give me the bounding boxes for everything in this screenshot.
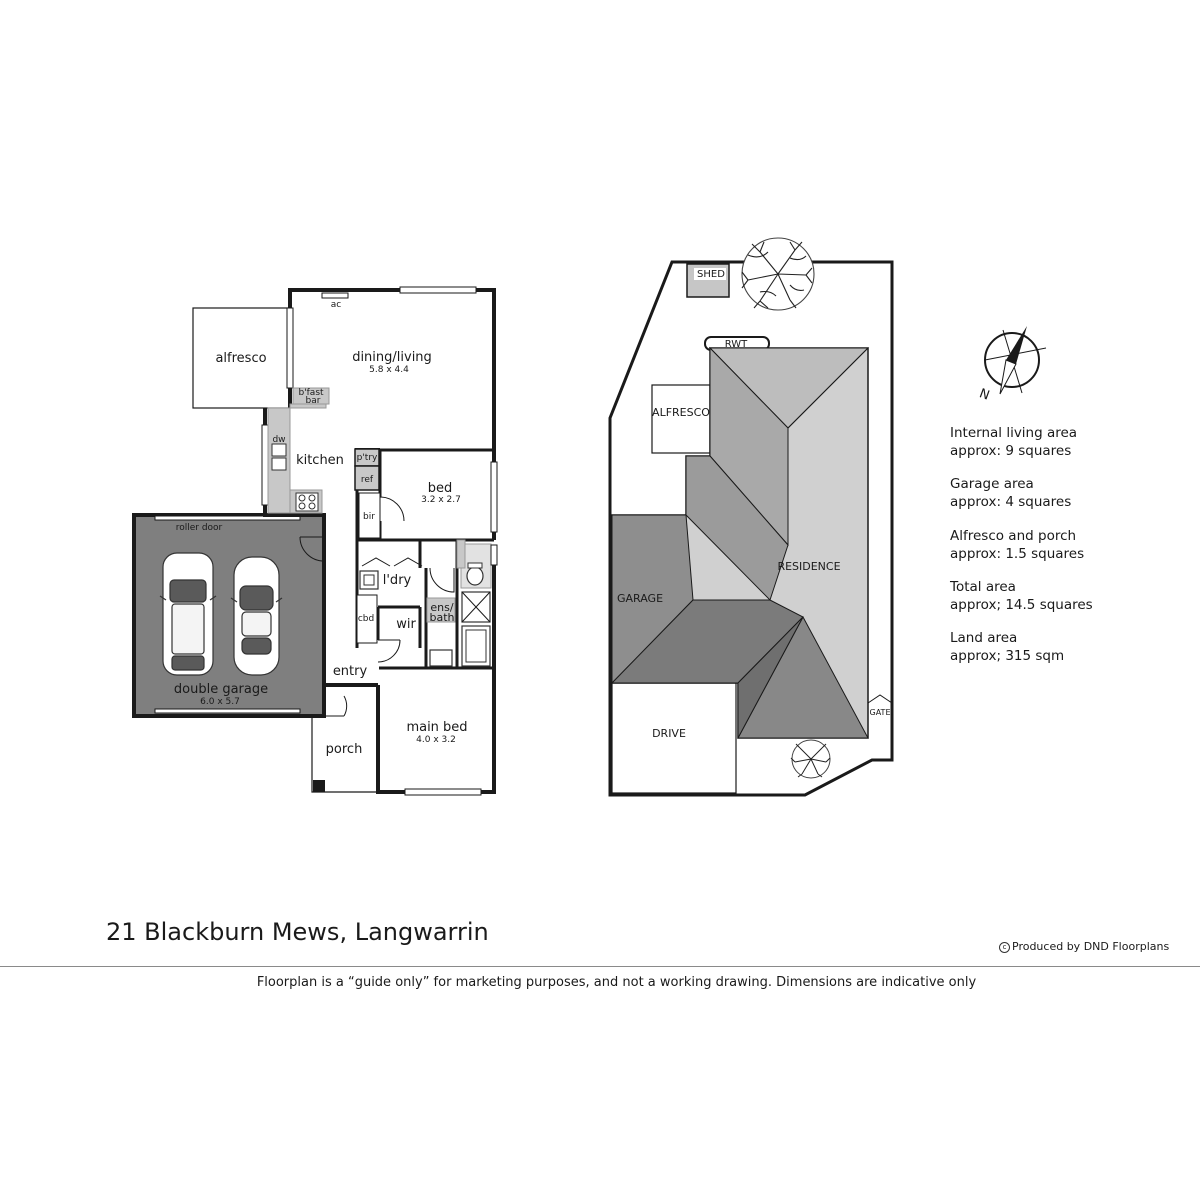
room-label-bfast-bar-2: bar [306, 396, 321, 406]
divider [0, 966, 1200, 967]
room-label-main-bed: main bed [406, 720, 467, 735]
room-label-dining-living: dining/living [352, 350, 432, 365]
area-label: Total area [950, 579, 1016, 595]
compass-icon: N [977, 326, 1047, 404]
room-label-dw: dw [272, 435, 285, 445]
room-dims-bed: 3.2 x 2.7 [421, 495, 461, 505]
drive [611, 682, 737, 794]
area-value: approx: 9 squares [950, 443, 1072, 459]
area-label: Garage area [950, 476, 1034, 492]
room-label-laundry: l'dry [383, 573, 412, 588]
room-dims-dining-living: 5.8 x 4.4 [369, 365, 409, 375]
area-value: approx: 4 squares [950, 494, 1072, 510]
floor-plan [132, 286, 498, 796]
room-label-cbd: cbd [358, 614, 374, 624]
compass-label: N [977, 386, 991, 403]
room-dims-garage: 6.0 x 5.7 [200, 697, 240, 707]
room-label-ref: ref [361, 475, 374, 485]
room-label-ensuite: ens/ [430, 601, 453, 614]
room-label-ac: ac [331, 300, 342, 310]
area-summary: Internal living area approx: 9 squares [950, 424, 1077, 460]
site-alfresco [651, 384, 711, 454]
site-label-gate: GATE [870, 708, 891, 717]
area-value: approx; 14.5 squares [950, 597, 1093, 613]
area-label: Land area [950, 630, 1018, 646]
room-label-garage: double garage [174, 682, 268, 697]
area-label: Internal living area [950, 425, 1078, 441]
area-label: Alfresco and porch [950, 528, 1077, 544]
room-label-ensuite-2: bath [429, 611, 454, 624]
room-label-wir: wir [396, 617, 416, 632]
room-label-kitchen: kitchen [296, 453, 344, 468]
site-label-alfresco: ALFRESCO [652, 406, 710, 419]
area-value: approx: 1.5 squares [950, 546, 1085, 562]
site-plan [608, 237, 894, 797]
area-summary: Total area approx; 14.5 squares [950, 578, 1093, 614]
area-summary: Land area approx; 315 sqm [950, 629, 1064, 665]
room-label-bfast-bar: b'fast [298, 388, 324, 398]
site-plan-labels: SHED RWT ALFRESCO RESIDENCE GARAGE DRIVE… [617, 269, 891, 740]
room-label-alfresco: alfresco [215, 351, 266, 366]
site-label-shed: SHED [697, 269, 725, 280]
car-icon [230, 556, 283, 676]
room-label-pantry: p'try [357, 453, 378, 463]
property-address: 21 Blackburn Mews, Langwarrin [106, 918, 489, 946]
room-label-porch: porch [326, 742, 363, 757]
room-label-entry: entry [333, 664, 368, 679]
area-summary: Alfresco and porch approx: 1.5 squares [950, 527, 1084, 563]
room-label-roller-door: roller door [176, 523, 223, 533]
site-label-drive: DRIVE [652, 727, 686, 740]
room-label-bir: bir [363, 512, 375, 522]
room-label-bed: bed [428, 481, 453, 496]
disclaimer: Floorplan is a “guide only” for marketin… [256, 975, 977, 990]
car-icon [159, 552, 217, 676]
copyright-icon: c [999, 941, 1010, 953]
floor-plan-labels: dining/living 5.8 x 4.4 alfresco ac b'fa… [174, 300, 468, 757]
site-label-garage: GARAGE [617, 592, 663, 605]
area-value: approx; 315 sqm [950, 648, 1065, 664]
area-summary: Garage area approx: 4 squares [950, 475, 1071, 511]
site-label-residence: RESIDENCE [777, 560, 840, 573]
tree-icon [741, 237, 815, 311]
room-dims-main-bed: 4.0 x 3.2 [416, 735, 456, 745]
site-label-rwt: RWT [725, 339, 748, 350]
tree-icon [790, 739, 831, 779]
credit-text: Produced by DND Floorplans [1012, 940, 1170, 953]
